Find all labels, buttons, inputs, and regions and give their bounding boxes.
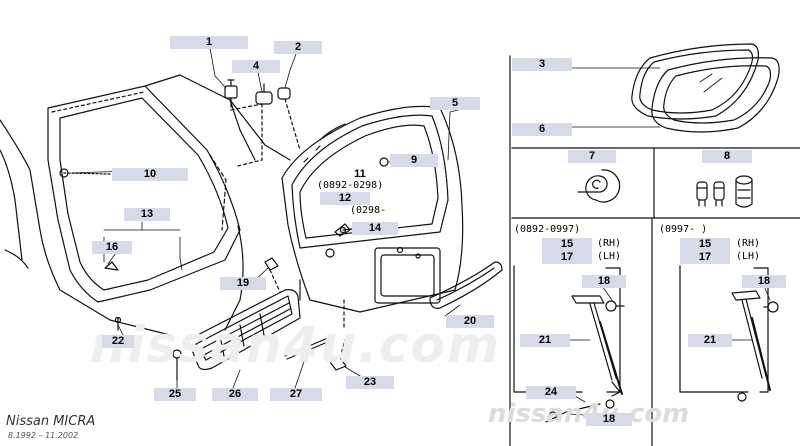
callout-17-left: 17 (542, 251, 592, 264)
callout-18-right: 18 (742, 275, 786, 288)
callout-24: 24 (526, 386, 576, 399)
callout-14: 14 (352, 222, 398, 235)
model-period: 8.1992 – 11.2002 (8, 431, 79, 440)
callout-23: 23 (346, 376, 394, 389)
back-glass-drawing (631, 43, 780, 133)
note-12-range: (0298- (350, 205, 387, 216)
callout-20: 20 (446, 315, 494, 328)
grille-drawing (187, 289, 301, 371)
garnish-drawing (429, 261, 503, 309)
clips-drawing (696, 175, 753, 208)
callout-1: 1 (170, 36, 248, 49)
box-b-lh: (LH) (736, 251, 761, 262)
callout-8: 8 (702, 150, 752, 163)
box-a-range: (0892-0997) (514, 224, 581, 235)
callout-4: 4 (232, 60, 280, 73)
callout-15-left: 15 (542, 238, 592, 251)
callout-3: 3 (512, 58, 572, 71)
callout-9: 9 (390, 154, 438, 167)
stay-left-drawing (513, 265, 625, 423)
callout-6: 6 (512, 123, 572, 136)
box-b-range: (0997- ) (659, 224, 708, 235)
watermark-text: nissan4u.com (90, 316, 502, 374)
box-b-rh: (RH) (736, 238, 761, 249)
callout-21-right: 21 (688, 334, 732, 347)
callout-11: 11 (354, 168, 366, 180)
callout-26: 26 (212, 388, 258, 401)
box-a-rh: (RH) (597, 238, 622, 249)
callout-2: 2 (274, 41, 322, 54)
callout-13: 13 (124, 208, 170, 221)
model-title: Nissan MICRA (6, 414, 96, 429)
callout-12: 12 (320, 192, 370, 205)
callout-19: 19 (220, 277, 266, 290)
callout-18-bottom: 18 (586, 413, 632, 426)
callout-25: 25 (154, 388, 196, 401)
stay-right-drawing (679, 265, 779, 402)
note-11-range: (0892-0298) (317, 180, 384, 191)
callout-10: 10 (112, 168, 188, 181)
callout-15-right: 15 (680, 238, 730, 251)
callout-21-left: 21 (520, 334, 570, 347)
car-body-drawing (0, 74, 291, 336)
back-door-drawing (281, 105, 464, 313)
hinge-drawing (224, 79, 301, 167)
box-a-lh: (LH) (597, 251, 622, 262)
callout-5: 5 (430, 97, 480, 110)
tape-roll-drawing (577, 169, 621, 203)
callout-27: 27 (270, 388, 322, 401)
callout-22: 22 (102, 335, 134, 348)
callout-18-left: 18 (582, 275, 626, 288)
callout-16: 16 (92, 241, 132, 254)
small-parts-drawing (172, 223, 351, 381)
right-panel-frame (509, 55, 800, 446)
callout-7: 7 (568, 150, 616, 163)
callout-17-right: 17 (680, 251, 730, 264)
